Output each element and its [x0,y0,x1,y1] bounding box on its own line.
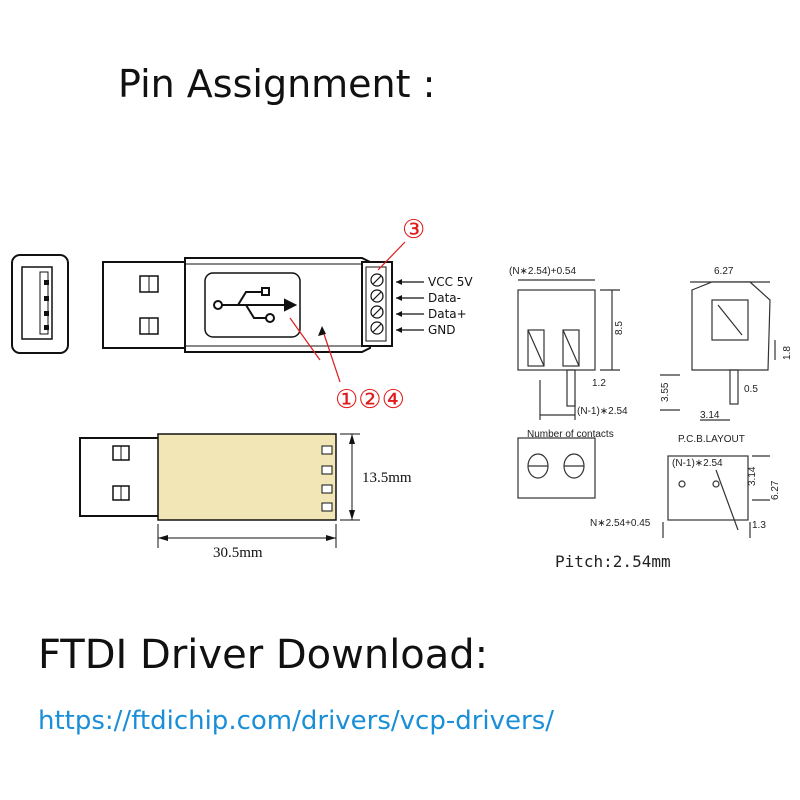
number-of-contacts-label: Number of contacts [527,429,614,440]
pcb-pitch: (N-1)∗2.54 [672,458,723,469]
pcb-h1: 3.14 [747,466,758,486]
callout-bottom: ①②④ [335,385,405,415]
pitch-formula: (N-1)∗2.54 [577,406,628,417]
pcb-width: N∗2.54+0.45 [590,518,651,529]
usb-receptacle-icon [11,254,69,354]
download-title: FTDI Driver Download: [38,632,489,678]
length-dimension: 30.5mm [213,545,263,561]
pitch-label: Pitch:2.54mm [555,552,671,571]
pin-gnd-label: GND [428,323,456,337]
callout-top: ③ [402,215,425,245]
pin-labels: VCC 5V Data- Data+ GND [396,275,473,337]
pin-data-minus-label: Data- [428,291,461,305]
usb-adapter-pcb-view: 13.5mm 30.5mm [79,433,412,561]
pin-vcc-label: VCC 5V [428,275,473,289]
side-width: 6.27 [714,266,734,277]
terminal-front-drawing [517,279,620,499]
side-height: 3.55 [660,382,671,402]
pin-data-plus-label: Data+ [428,307,467,321]
usb-adapter-top-view [102,241,406,383]
pin-length: 1.2 [592,378,606,389]
side-dim-c: 3.14 [700,410,720,421]
terminal-height: 8.5 [614,321,625,335]
pcb-layout-label: P.C.B.LAYOUT [678,434,745,445]
page-title: Pin Assignment : [118,62,436,106]
height-dimension: 13.5mm [362,470,412,486]
pcb-h2: 6.27 [770,480,781,500]
side-dim-b: 0.5 [744,384,758,395]
side-dim-a: 1.8 [782,346,793,360]
usb-symbol-icon [213,287,298,323]
driver-download-link[interactable]: https://ftdichip.com/drivers/vcp-drivers… [38,706,555,736]
pcb-layout-drawing [662,455,770,538]
pcb-hole: 1.3 [752,520,766,531]
width-formula: (N∗2.54)+0.54 [509,266,576,277]
terminal-side-drawing [660,281,776,421]
